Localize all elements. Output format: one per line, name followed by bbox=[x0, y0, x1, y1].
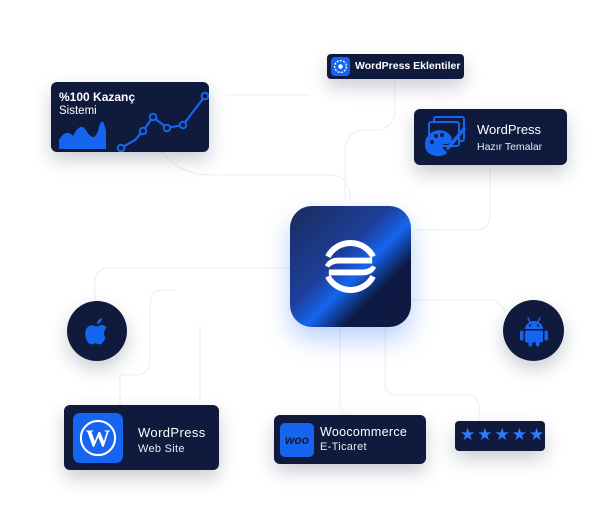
themes-subtitle: Hazır Temalar bbox=[477, 141, 543, 153]
plugin-gear-icon bbox=[331, 57, 350, 76]
apple-icon bbox=[85, 318, 107, 345]
apple-badge bbox=[67, 301, 127, 361]
rating-stars: ★ ★ ★ ★ ★ bbox=[460, 427, 544, 444]
website-title: WordPress bbox=[138, 425, 206, 440]
website-card: W WordPress Web Site bbox=[64, 405, 219, 470]
plugins-card: WordPress Eklentiler bbox=[327, 54, 464, 79]
woo-icon: woo bbox=[280, 423, 314, 457]
star-icon: ★ bbox=[529, 425, 545, 445]
growth-chart-icon bbox=[59, 91, 209, 152]
income-title-line1: %100 Kazanç bbox=[59, 90, 136, 104]
svg-text:W: W bbox=[86, 426, 111, 453]
star-icon: ★ bbox=[511, 425, 527, 445]
themes-card: WordPress Hazır Temalar bbox=[414, 109, 567, 165]
plugins-label: WordPress Eklentiler bbox=[355, 60, 461, 72]
star-icon: ★ bbox=[460, 425, 476, 445]
android-badge bbox=[503, 300, 564, 361]
woocommerce-card: woo Woocommerce E-Ticaret bbox=[274, 415, 426, 464]
rating-card bbox=[455, 421, 545, 451]
woocommerce-subtitle: E-Ticaret bbox=[320, 441, 367, 453]
star-icon: ★ bbox=[477, 425, 493, 445]
income-card: %100 Kazanç Sistemi bbox=[51, 82, 209, 152]
income-title-line2: Sistemi bbox=[59, 105, 97, 117]
wordpress-icon: W bbox=[79, 419, 117, 457]
palette-icon bbox=[425, 116, 466, 157]
wordpress-icon-tile: W bbox=[73, 413, 123, 463]
star-icon: ★ bbox=[494, 425, 510, 445]
center-logo-tile bbox=[290, 206, 411, 327]
woocommerce-title: Woocommerce bbox=[320, 425, 408, 439]
woo-badge-text: woo bbox=[285, 433, 309, 447]
themes-title: WordPress bbox=[477, 122, 542, 137]
android-icon bbox=[519, 316, 548, 346]
s-mark-icon bbox=[324, 240, 377, 293]
website-subtitle: Web Site bbox=[138, 443, 185, 455]
